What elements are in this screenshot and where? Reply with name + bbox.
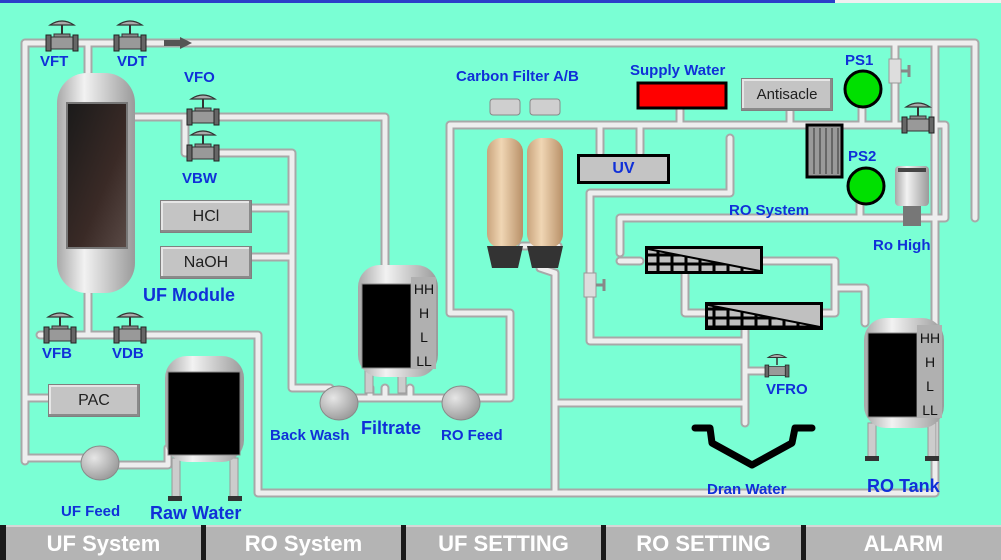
uv-sterilizer[interactable]: UV: [577, 154, 670, 184]
ps2-label: PS2: [848, 148, 877, 165]
valve-vfo-label: VFO: [184, 69, 215, 86]
carbon-filter-b[interactable]: [527, 98, 563, 268]
ro-tank[interactable]: [864, 318, 944, 461]
dran-water-label: Dran Water: [707, 481, 787, 498]
filtrate-label: Filtrate: [361, 418, 422, 438]
ro-membrane-1: [645, 246, 763, 274]
nav-ro-setting-button[interactable]: RO SETTING: [606, 525, 801, 560]
valve-vbw-label: VBW: [182, 170, 217, 187]
valve-vdb-label: VDB: [112, 345, 144, 362]
nav-alarm-button[interactable]: ALARM: [806, 525, 1001, 560]
supply-water-label: Supply Water: [630, 62, 726, 79]
level-l: L: [926, 378, 934, 394]
uf-module-label: UF Module: [143, 285, 235, 305]
level-h: H: [418, 305, 430, 321]
ro-high-label: Ro High: [873, 237, 931, 254]
level-ll: LL: [922, 402, 938, 418]
ro-system-label: RO System: [729, 202, 810, 219]
check-valve-icon: [583, 272, 606, 298]
valve-vfb-label: VFB: [42, 345, 72, 362]
level-l: L: [420, 329, 428, 345]
bottom-nav: UF System RO System UF SETTING RO SETTIN…: [0, 525, 1001, 560]
ro-membrane-2: [705, 302, 823, 330]
ro-feed-label: RO Feed: [441, 427, 503, 444]
carbon-filter-label: Carbon Filter A/B: [456, 68, 579, 85]
nav-uf-system-button[interactable]: UF System: [6, 525, 201, 560]
raw-water-tank[interactable]: [165, 356, 244, 501]
valve-ro-inlet-icon[interactable]: [901, 102, 935, 134]
valve-vdt-label: VDT: [117, 53, 147, 70]
carbon-filter-a[interactable]: [487, 98, 523, 268]
cartridge-filter-icon: [805, 123, 844, 179]
valve-vbw-icon[interactable]: [186, 130, 220, 162]
ro-tank-levels: HH H L LL: [918, 330, 942, 418]
ro-high-pump-icon[interactable]: [895, 166, 929, 226]
valve-vfb-icon[interactable]: [43, 312, 77, 344]
nav-ro-system-button[interactable]: RO System: [206, 525, 401, 560]
nav-uf-setting-button[interactable]: UF SETTING: [406, 525, 601, 560]
ps1-indicator: [843, 69, 883, 109]
pac-dosing-box[interactable]: PAC: [48, 384, 140, 417]
check-valve-icon: [888, 58, 911, 84]
valve-vdb-icon[interactable]: [113, 312, 147, 344]
supply-water-indicator: [636, 81, 728, 110]
pump-back-wash-icon[interactable]: [319, 385, 359, 421]
level-ll: LL: [416, 353, 432, 369]
antiscale-dosing-box[interactable]: Antisacle: [741, 78, 833, 111]
uf-module-vessel[interactable]: [57, 73, 135, 293]
valve-vfo-icon[interactable]: [186, 94, 220, 126]
ps2-indicator: [846, 166, 886, 206]
valve-vft-label: VFT: [40, 53, 69, 70]
hcl-dosing-box[interactable]: HCl: [160, 200, 252, 233]
level-hh: HH: [919, 330, 941, 346]
raw-water-label: Raw Water: [150, 503, 242, 523]
ro-tank-label: RO Tank: [867, 476, 940, 496]
filtrate-tank-levels: HH H L LL: [412, 281, 436, 369]
pump-ro-feed-icon[interactable]: [441, 385, 481, 421]
filtrate-tank[interactable]: [358, 265, 438, 394]
process-diagram: VFT VDT VFO VBW VFB VDB VFRO UF Module C…: [0, 3, 1001, 525]
drain-icon: [691, 424, 816, 469]
uf-feed-label: UF Feed: [61, 503, 121, 520]
valve-vdt-icon[interactable]: [113, 20, 147, 52]
pump-uf-feed-icon[interactable]: [80, 445, 120, 481]
level-hh: HH: [413, 281, 435, 297]
valve-vfro-icon[interactable]: [764, 354, 790, 378]
title-bar-right: [835, 0, 1001, 3]
flow-arrow-icon: [164, 37, 192, 49]
level-h: H: [924, 354, 936, 370]
naoh-dosing-box[interactable]: NaOH: [160, 246, 252, 279]
valve-vfro-label: VFRO: [766, 381, 808, 398]
ps1-label: PS1: [845, 52, 874, 69]
back-wash-label: Back Wash: [270, 427, 350, 444]
title-bar: [0, 0, 835, 3]
valve-vft-icon[interactable]: [45, 20, 79, 52]
